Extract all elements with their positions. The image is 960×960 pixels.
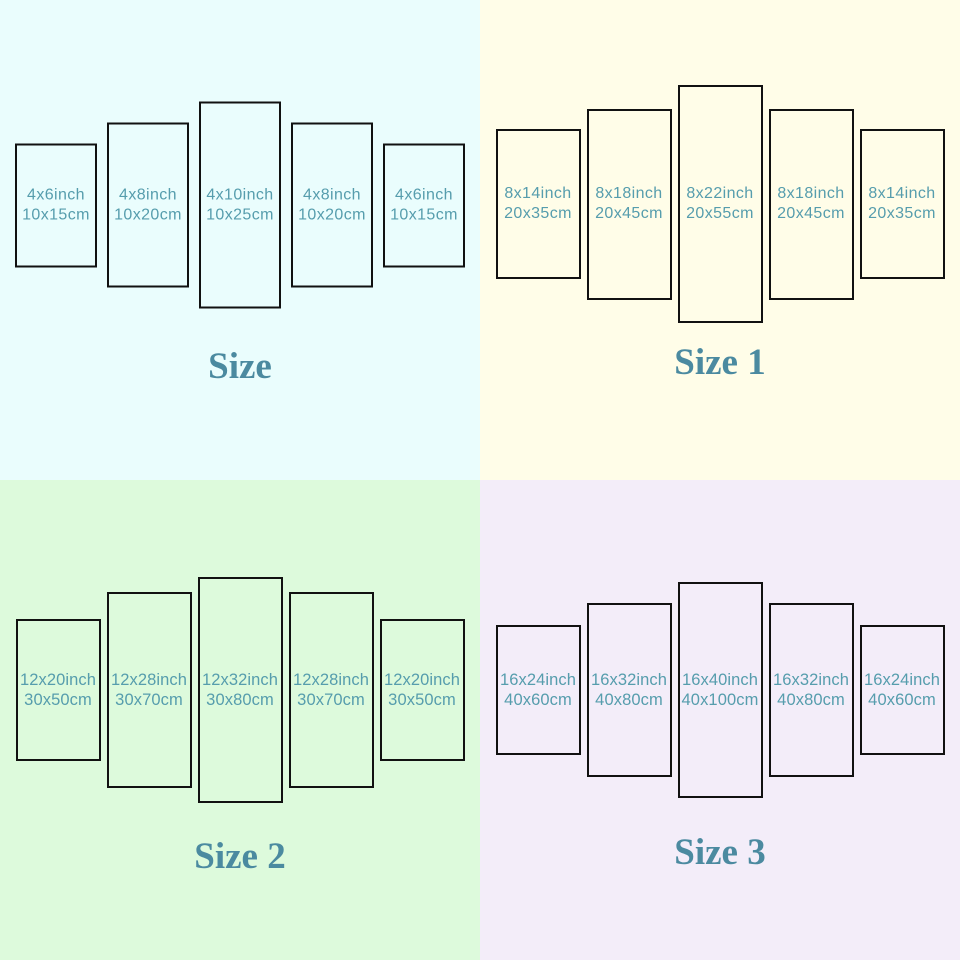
- panel-size-cm: 30x70cm: [297, 691, 365, 709]
- canvas-panel: 12x28inch 30x70cm: [106, 592, 192, 788]
- panel-size-label: 8x22inch 20x55cm: [686, 184, 754, 224]
- panel-size-label: 12x32inch 30x80cm: [202, 670, 278, 710]
- panel-size-cm: 30x50cm: [24, 691, 92, 709]
- size-group-title: Size 2: [194, 836, 286, 877]
- panel-size-cm: 40x60cm: [504, 691, 572, 709]
- panel-size-cm: 10x20cm: [298, 206, 366, 223]
- panel-size-cm: 10x15cm: [390, 206, 458, 223]
- panel-size-cm: 10x25cm: [206, 206, 274, 223]
- panel-size-inches: 4x10inch: [206, 186, 274, 203]
- canvas-panel: 8x22inch 20x55cm: [677, 85, 763, 323]
- panel-size-label: 16x24inch 40x60cm: [500, 670, 576, 710]
- panel-row: 4x6inch 10x15cm 4x8inch 10x20cm 4x10inch…: [0, 101, 480, 309]
- panel-size-inches: 8x14inch: [868, 185, 936, 202]
- panel-size-label: 4x6inch 10x15cm: [390, 185, 458, 225]
- panel-size-label: 8x14inch 20x35cm: [504, 184, 572, 224]
- panel-size-inches: 8x22inch: [686, 185, 754, 202]
- panel-size-inches: 12x28inch: [110, 671, 188, 689]
- panel-size-label: 12x28inch 30x70cm: [293, 670, 369, 710]
- panel-size-cm: 40x80cm: [595, 691, 663, 709]
- panel-row: 12x20inch 30x50cm 12x28inch 30x70cm 12x3…: [0, 577, 480, 803]
- panel-size-cm: 20x45cm: [595, 205, 663, 222]
- panel-size-inches: 4x6inch: [27, 186, 85, 203]
- panel-size-inches: 16x24inch: [499, 671, 577, 689]
- panel-row: 16x24inch 40x60cm 16x32inch 40x80cm 16x4…: [480, 582, 960, 798]
- panel-row: 8x14inch 20x35cm 8x18inch 20x45cm 8x22in…: [480, 85, 960, 323]
- panel-size-cm: 10x20cm: [114, 206, 182, 223]
- canvas-panel: 4x6inch 10x15cm: [383, 143, 465, 267]
- panel-size-cm: 10x15cm: [22, 206, 90, 223]
- canvas-panel: 12x28inch 30x70cm: [288, 592, 374, 788]
- panel-size-inches: 16x32inch: [590, 671, 668, 689]
- canvas-panel: 4x6inch 10x15cm: [15, 143, 97, 267]
- canvas-panel: 12x20inch 30x50cm: [379, 619, 465, 761]
- panel-size-inches: 12x20inch: [19, 671, 97, 689]
- size-1-group-section: 8x14inch 20x35cm 8x18inch 20x45cm 8x22in…: [480, 0, 960, 480]
- size-2-group-section: 12x20inch 30x50cm 12x28inch 30x70cm 12x3…: [0, 480, 480, 960]
- size-group-title: Size: [208, 346, 272, 387]
- panel-size-inches: 16x32inch: [772, 671, 850, 689]
- panel-size-label: 4x6inch 10x15cm: [22, 185, 90, 225]
- panel-size-cm: 20x35cm: [504, 205, 572, 222]
- panel-size-label: 8x18inch 20x45cm: [777, 184, 845, 224]
- panel-size-label: 4x8inch 10x20cm: [298, 185, 366, 225]
- panel-size-label: 12x28inch 30x70cm: [111, 670, 187, 710]
- panel-size-label: 12x20inch 30x50cm: [384, 670, 460, 710]
- canvas-panel: 4x8inch 10x20cm: [291, 122, 373, 288]
- canvas-panel: 16x32inch 40x80cm: [768, 603, 854, 777]
- panel-size-label: 16x32inch 40x80cm: [773, 670, 849, 710]
- canvas-panel: 16x40inch 40x100cm: [677, 582, 763, 798]
- panel-size-label: 8x18inch 20x45cm: [595, 184, 663, 224]
- panel-size-inches: 12x20inch: [383, 671, 461, 689]
- panel-size-inches: 8x18inch: [777, 185, 845, 202]
- canvas-panel: 12x32inch 30x80cm: [197, 577, 283, 803]
- canvas-panel: 4x8inch 10x20cm: [107, 122, 189, 288]
- canvas-panel: 4x10inch 10x25cm: [199, 101, 281, 309]
- panel-size-cm: 30x70cm: [115, 691, 183, 709]
- panel-size-label: 4x10inch 10x25cm: [206, 185, 274, 225]
- panel-size-label: 12x20inch 30x50cm: [20, 670, 96, 710]
- size-3-group-section: 16x24inch 40x60cm 16x32inch 40x80cm 16x4…: [480, 480, 960, 960]
- panel-size-inches: 16x24inch: [863, 671, 941, 689]
- panel-size-label: 16x24inch 40x60cm: [864, 670, 940, 710]
- panel-size-inches: 12x28inch: [292, 671, 370, 689]
- panel-size-inches: 4x6inch: [395, 186, 453, 203]
- size-group-title: Size 3: [674, 832, 766, 873]
- canvas-panel: 8x14inch 20x35cm: [495, 129, 581, 279]
- panel-size-inches: 16x40inch: [681, 671, 759, 689]
- canvas-panel: 16x24inch 40x60cm: [859, 625, 945, 755]
- canvas-panel: 8x18inch 20x45cm: [768, 108, 854, 300]
- panel-size-inches: 8x18inch: [595, 185, 663, 202]
- panel-size-cm: 20x35cm: [868, 205, 936, 222]
- panel-size-cm: 20x55cm: [686, 205, 754, 222]
- panel-size-inches: 4x8inch: [303, 186, 361, 203]
- panel-size-cm: 30x80cm: [206, 691, 274, 709]
- panel-size-inches: 12x32inch: [201, 671, 279, 689]
- panel-size-label: 4x8inch 10x20cm: [114, 185, 182, 225]
- panel-size-cm: 40x80cm: [777, 691, 845, 709]
- panel-size-label: 8x14inch 20x35cm: [868, 184, 936, 224]
- panel-size-cm: 40x100cm: [681, 691, 759, 709]
- canvas-panel: 16x32inch 40x80cm: [586, 603, 672, 777]
- panel-size-cm: 40x60cm: [868, 691, 936, 709]
- panel-size-cm: 20x45cm: [777, 205, 845, 222]
- size-group-title: Size 1: [674, 342, 766, 383]
- panel-size-inches: 8x14inch: [504, 185, 572, 202]
- panel-size-label: 16x32inch 40x80cm: [591, 670, 667, 710]
- panel-size-label: 16x40inch 40x100cm: [682, 670, 759, 710]
- panel-size-cm: 30x50cm: [388, 691, 456, 709]
- canvas-panel: 12x20inch 30x50cm: [15, 619, 101, 761]
- canvas-panel: 8x18inch 20x45cm: [586, 108, 672, 300]
- canvas-panel: 16x24inch 40x60cm: [495, 625, 581, 755]
- panel-size-inches: 4x8inch: [119, 186, 177, 203]
- size-group-section: 4x6inch 10x15cm 4x8inch 10x20cm 4x10inch…: [0, 0, 480, 480]
- canvas-panel: 8x14inch 20x35cm: [859, 129, 945, 279]
